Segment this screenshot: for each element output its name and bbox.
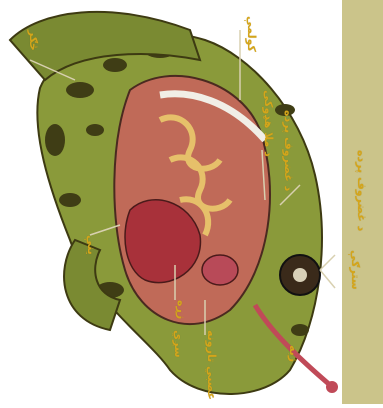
eye-label: سترګې <box>349 250 362 290</box>
membrane-label-right: د غضروف پرده <box>355 150 368 231</box>
eye-highlight <box>293 268 307 282</box>
lungs-label: سږي <box>172 330 185 358</box>
nerves-label: عصبي تارونه <box>205 330 218 400</box>
spine-label: د ملا هډوکی <box>262 90 275 157</box>
liver-label: ینې <box>85 235 98 255</box>
tongue-tip <box>326 381 338 393</box>
membrane-label: د غضروف پرده <box>282 110 295 191</box>
kidney-label: کولمې <box>245 16 258 52</box>
heart-label: زړه <box>175 300 188 319</box>
heart <box>202 255 238 285</box>
tongue-label: ژبه <box>287 345 300 362</box>
thigh-label: څګر <box>27 30 40 51</box>
